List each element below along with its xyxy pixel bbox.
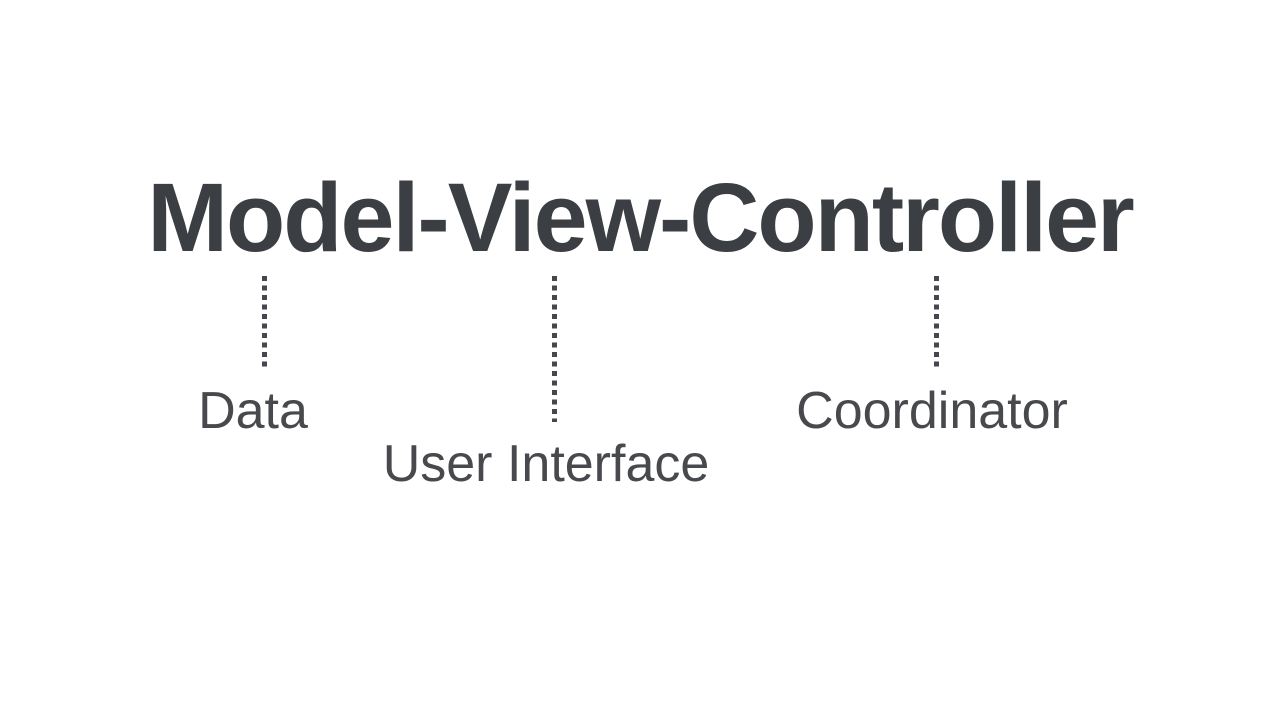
diagram-title: Model-View-Controller — [147, 163, 1135, 272]
annotation-label-view: User Interface — [382, 435, 710, 493]
annotation-label-model: Data — [198, 382, 308, 440]
dotted-connector-view — [552, 276, 557, 422]
dotted-connector-controller — [934, 276, 939, 371]
dotted-connector-model — [262, 276, 267, 371]
annotation-label-controller: Coordinator — [796, 382, 1068, 440]
